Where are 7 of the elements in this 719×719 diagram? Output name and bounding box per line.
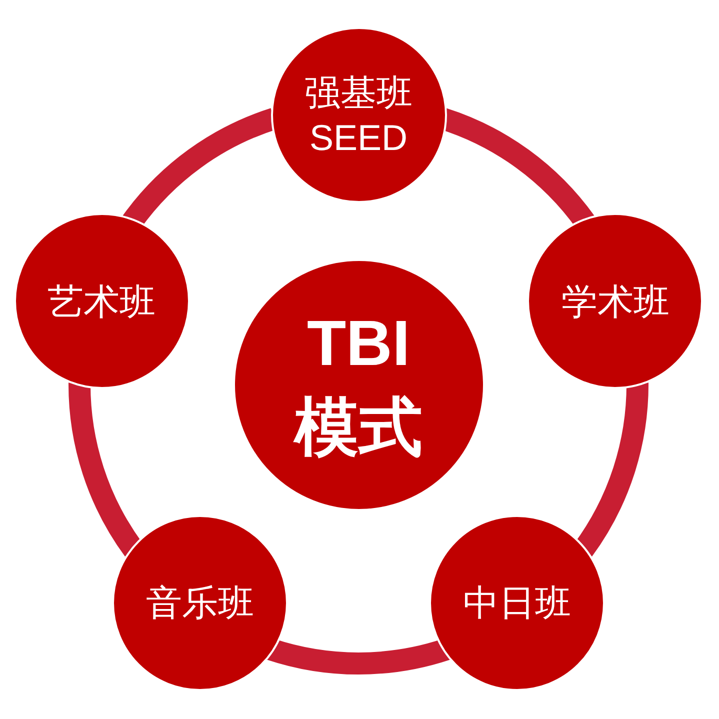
class-label: 音乐班 [146, 581, 254, 626]
ring-arc [268, 638, 450, 674]
class-label: 学术班 [561, 280, 670, 324]
center-title: TBI 模式 [292, 306, 424, 464]
class-label: 中日班 [463, 581, 572, 626]
class-label: 强基班 SEED [304, 70, 414, 160]
class-label: 艺术班 [48, 280, 156, 324]
